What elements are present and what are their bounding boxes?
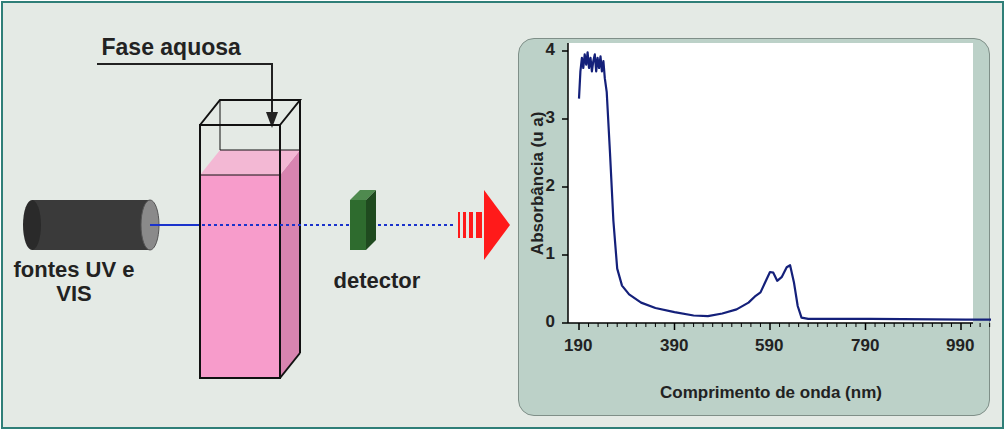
source-label: fontes UV e VIS [11,258,137,306]
y-tick: 4 [546,41,555,60]
cuvette-side [280,150,300,378]
result-arrow [458,190,510,260]
lamp-back [23,200,41,250]
detector-label: detector [334,269,421,293]
spectrum-curve [579,52,991,319]
chart-panel: Absorbância (u a) Comprimento de onda (nm… [518,38,990,416]
cuvette-liquid [200,175,280,378]
cuvette-outline [200,100,300,378]
x-tick: 990 [946,337,974,356]
x-tick: 590 [755,337,783,356]
y-tick: 1 [546,245,555,264]
x-tick: 190 [564,337,592,356]
y-axis-title: Absorbância (u a) [529,111,548,255]
x-tick: 390 [660,337,688,356]
leader-line [97,64,272,118]
y-tick: 0 [546,313,555,332]
y-tick: 3 [546,109,555,128]
y-tick: 2 [546,177,555,196]
x-tick: 790 [851,337,879,356]
cuvette-label: Fase aquosa [102,35,241,60]
detector-side [366,190,376,250]
axes [562,43,991,330]
x-axis-title: Comprimento de onda (nm) [660,384,882,403]
light-beam [150,224,202,226]
light-beam-dotted [202,224,350,226]
absorbance-chart [519,39,991,417]
plot-area [568,43,973,323]
cuvette-liquid-top [200,150,300,175]
detector-front [350,200,366,250]
lamp-body [32,200,150,250]
signal-dotted [378,224,455,226]
